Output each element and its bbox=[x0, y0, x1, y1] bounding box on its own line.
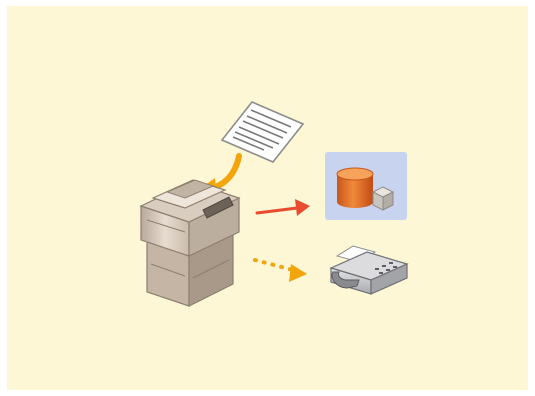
storage-destination bbox=[325, 152, 407, 220]
diagram-panel bbox=[7, 6, 528, 390]
diagram-canvas bbox=[7, 6, 528, 390]
diagram-background bbox=[7, 6, 528, 390]
multifunction-printer-icon bbox=[141, 180, 239, 306]
